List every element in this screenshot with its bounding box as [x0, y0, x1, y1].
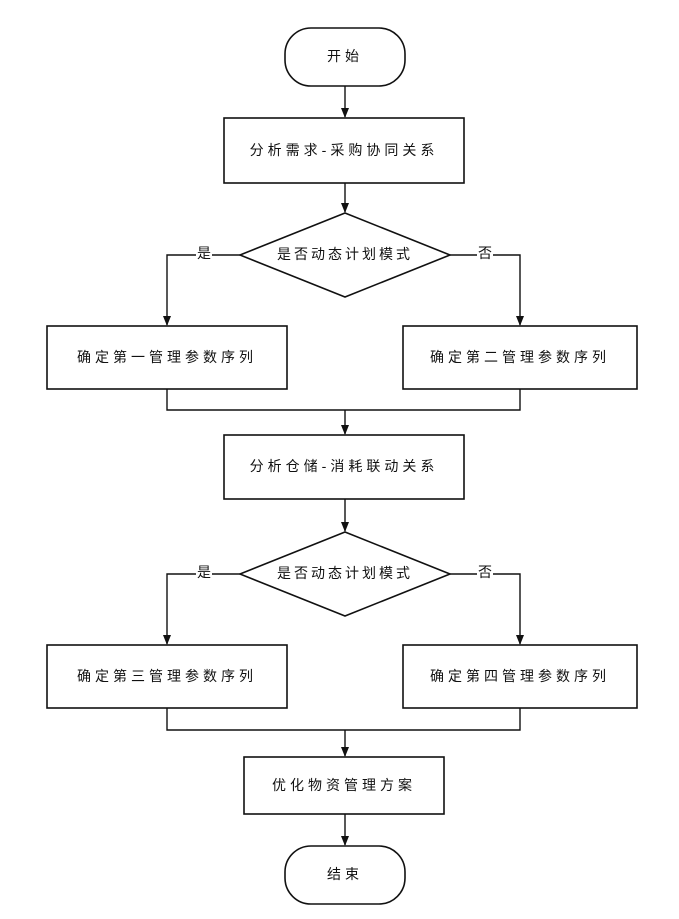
edge-decision-2-no: [450, 574, 520, 644]
decision-2-label: 是否动态计划模式: [250, 563, 440, 585]
decision-2-no-label: 否: [477, 565, 493, 581]
decision-2-yes-label: 是: [196, 565, 212, 581]
analyze-storage-label: 分析仓储-消耗联动关系: [232, 435, 456, 499]
decision-1-no-label: 否: [477, 246, 493, 262]
optimize-label: 优化物资管理方案: [244, 757, 444, 814]
seq-2-label: 确定第二管理参数序列: [403, 326, 637, 389]
decision-1-label: 是否动态计划模式: [250, 244, 440, 266]
end-label: 结束: [285, 846, 405, 904]
edge-seq-3-merge: [167, 708, 520, 730]
edge-seq-1-merge: [167, 389, 520, 410]
edge-decision-2-yes: [167, 574, 240, 644]
seq-3-label: 确定第三管理参数序列: [47, 645, 287, 708]
seq-1-label: 确定第一管理参数序列: [47, 326, 287, 389]
start-label: 开始: [285, 28, 405, 86]
edge-decision-1-no: [450, 255, 520, 325]
analyze-procurement-label: 分析需求-采购协同关系: [232, 118, 456, 183]
edge-decision-1-yes: [167, 255, 240, 325]
seq-4-label: 确定第四管理参数序列: [403, 645, 637, 708]
decision-1-yes-label: 是: [196, 246, 212, 262]
